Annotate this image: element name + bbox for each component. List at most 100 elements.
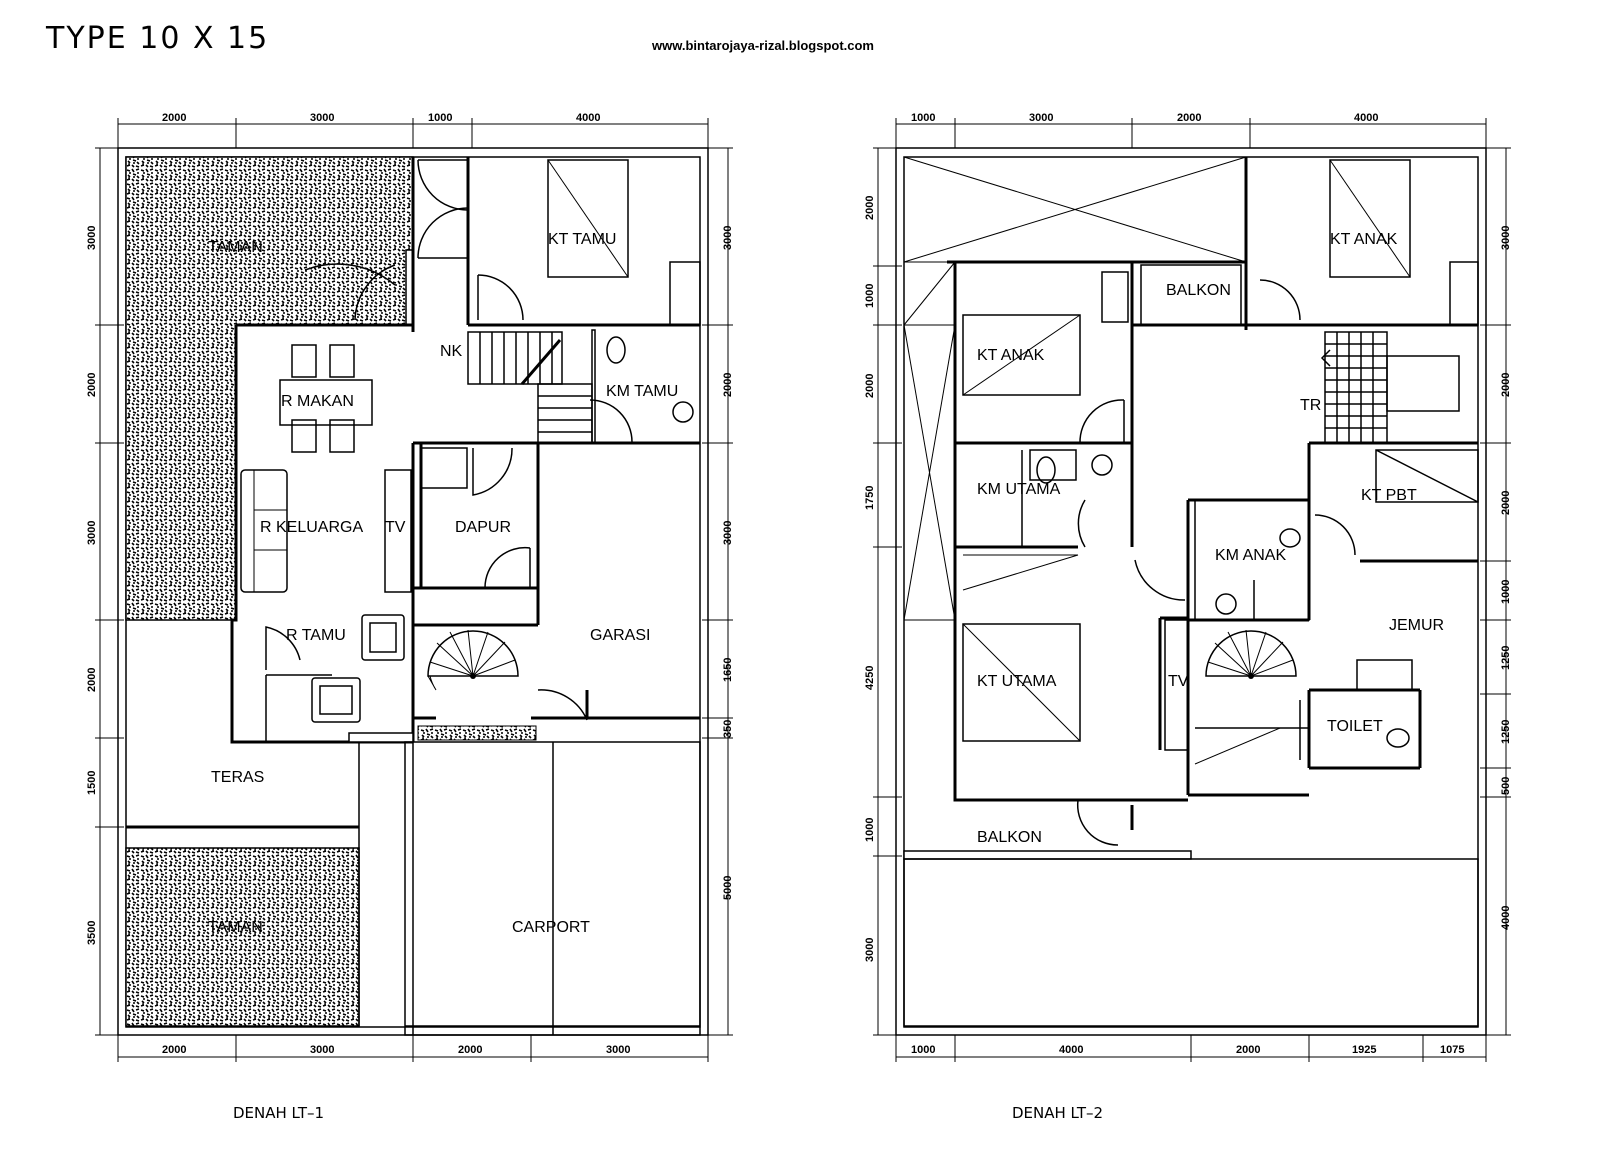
f2-caption: DENAH LT–2 [1012,1104,1103,1122]
f2-room-balkon-top: BALKON [1166,282,1231,299]
f2-spiral-stair [1205,629,1297,679]
f2-dim-top-3: 2000 [1177,112,1201,124]
f1-dim-bottom-2: 3000 [310,1044,334,1056]
f2-kt-anak-left-wardrobe [1101,271,1129,323]
f1-dining-set [279,344,373,453]
f2-dims-right: 3000 2000 2000 1000 1250 1250 500 4000 [1500,226,1512,930]
f2-dim-right-1: 3000 [1500,226,1512,250]
f1-dim-left-6: 3500 [86,921,98,945]
f1-kt-tamu-bed [547,159,629,278]
f2-dim-bottom-2: 4000 [1059,1044,1083,1056]
f2-dim-top-1: 1000 [911,112,935,124]
f1-walls [230,157,700,744]
f1-room-r-keluarga: R KELUARGA [260,519,363,536]
f1-tamu-chairs [265,614,405,742]
f2-kt-anak-right-bed [1329,159,1411,278]
f2-dim-top-2: 3000 [1029,112,1053,124]
f1-spiral-stair [427,629,519,691]
f1-room-carport: CARPORT [512,919,590,936]
f2-dim-left-4: 1750 [864,486,876,510]
f2-room-kt-anak-left: KT ANAK [977,347,1045,364]
f2-km-utama-sink [1091,454,1113,476]
f1-dims-right: 3000 2000 3000 1650 350 5000 [722,226,734,900]
f2-dim-right-5: 1250 [1500,646,1512,670]
f2-dim-left-6: 1000 [864,818,876,842]
f1-room-garasi: GARASI [590,627,650,644]
f1-dim-top-2: 3000 [310,112,334,124]
f2-dim-left-1: 2000 [864,196,876,220]
f1-dim-top-4: 4000 [576,112,600,124]
f1-dapur-counter [420,447,468,489]
floor-2-plan: 1000 3000 2000 4000 1000 4000 2000 1925 … [864,112,1512,1122]
f2-room-kt-utama: KT UTAMA [977,673,1057,690]
f1-room-km-tamu: KM TAMU [606,383,678,400]
f1-carport-step [348,732,414,743]
f1-kt-tamu-cabinet [669,261,701,326]
f2-dim-right-7: 500 [1500,777,1512,795]
f1-doors [265,159,633,721]
f2-km-utama-counter [1029,449,1077,481]
f2-dim-left-3: 2000 [864,374,876,398]
f2-km-anak-sink [1215,593,1237,615]
f2-room-kt-pbt: KT PBT [1361,487,1417,504]
f1-dim-right-1: 3000 [722,226,734,250]
f1-dim-right-6: 5000 [722,876,734,900]
f1-dim-left-1: 3000 [86,226,98,250]
f1-room-r-makan: R MAKAN [281,393,354,410]
f2-site-boundary [895,147,1487,1036]
f2-dims-left: 2000 1000 2000 1750 4250 1000 3000 [864,196,876,962]
f1-caption: DENAH LT–1 [233,1104,324,1122]
f2-dim-right-4: 1000 [1500,580,1512,604]
f1-room-taman-bottom: TAMAN [208,919,263,936]
f2-dim-right-2: 2000 [1500,373,1512,397]
f1-dim-top-1: 2000 [162,112,186,124]
source-url: www.bintarojaya-rizal.blogspot.com [651,38,874,53]
f2-dim-left-5: 4250 [864,666,876,690]
f1-dim-left-4: 2000 [86,668,98,692]
f2-kt-anak-right-cabinet [1449,261,1479,326]
f2-kt-pbt-bed [1375,449,1479,503]
f1-room-tv: TV [385,519,406,536]
f2-stairs [1320,331,1460,444]
f1-dim-right-2: 2000 [722,373,734,397]
f1-room-kt-tamu: KT TAMU [548,231,616,248]
f1-dim-right-4: 1650 [722,658,734,682]
f1-dims-left: 3000 2000 3000 2000 1500 3500 [86,226,98,945]
f2-room-km-anak: KM ANAK [1215,547,1286,564]
f1-dim-bottom-3: 2000 [458,1044,482,1056]
f2-dim-bottom-5: 1075 [1440,1044,1464,1056]
f1-room-nk: NK [440,343,463,360]
f1-room-teras: TERAS [211,769,264,786]
f2-km-anak-toilet [1279,528,1301,548]
f2-dim-bottom-1: 1000 [911,1044,935,1056]
f1-dim-right-3: 3000 [722,521,734,545]
f2-dim-top-4: 4000 [1354,112,1378,124]
f2-tv-cabinet [1164,619,1189,751]
f2-kt-anak-left-bed [962,314,1081,396]
f2-doors [1076,279,1356,846]
f2-dim-bottom-3: 2000 [1236,1044,1260,1056]
f1-garden-bottom [125,847,360,1027]
f1-dim-left-2: 2000 [86,373,98,397]
f1-dim-left-3: 3000 [86,521,98,545]
f1-room-r-tamu: R TAMU [286,627,346,644]
f2-room-balkon-bottom: BALKON [977,829,1042,846]
f2-room-tv: TV [1168,673,1189,690]
floor-1-plan: 2000 3000 1000 4000 2000 3000 2000 3000 … [86,112,734,1122]
f2-toilet-fixture [1386,728,1410,748]
f2-balkon-rail [903,850,1192,860]
f1-km-tamu-toilet [606,336,626,364]
f1-dim-right-5: 350 [722,720,734,738]
f1-room-taman-top: TAMAN [208,239,263,256]
f2-dim-right-6: 1250 [1500,720,1512,744]
f1-stairs [467,331,593,444]
f2-dim-left-7: 3000 [864,938,876,962]
f1-km-tamu-sink [672,401,694,423]
f2-km-anak-room [1194,499,1310,621]
f2-room-km-utama: KM UTAMA [977,481,1061,498]
f1-room-dapur: DAPUR [455,519,511,536]
f1-garden-top [125,156,414,621]
f2-dim-right-3: 2000 [1500,491,1512,515]
f1-dim-bottom-4: 3000 [606,1044,630,1056]
